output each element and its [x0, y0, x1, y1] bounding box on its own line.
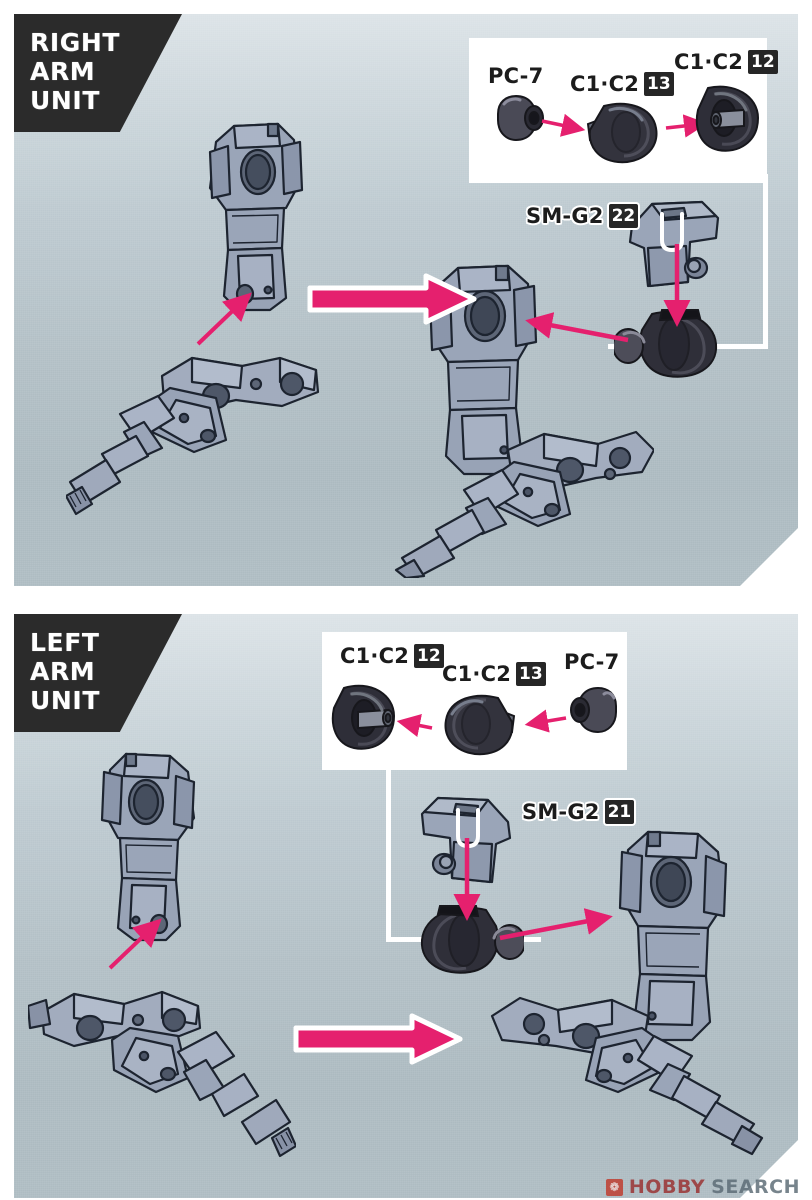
part-code: PC-7	[564, 650, 620, 674]
part-code: SM-G2	[522, 800, 600, 824]
part-number-badge: 22	[609, 204, 639, 228]
part-label-pc7-bottom: PC-7	[564, 650, 619, 674]
step-arrow-right	[306, 272, 478, 326]
unit-tab-label: LEFT ARM UNIT	[30, 628, 100, 715]
part-code: C1·C2	[674, 50, 744, 74]
part-label-c1c2-12-bottom: C1·C2 12	[340, 644, 444, 668]
part-label-sm-g2-22: SM-G2 22	[526, 204, 638, 228]
art-upper-arm-left-before	[82, 742, 222, 952]
insert-arrow-down-top	[662, 242, 692, 334]
art-forearm-rifle-left-before	[28, 966, 296, 1176]
part-number-badge: 12	[414, 644, 444, 668]
assembly-arrow-thin	[190, 290, 260, 350]
part-code: SM-G2	[526, 204, 604, 228]
watermark-word-search: SEARCH	[711, 1176, 800, 1198]
insert-arrow-down-bottom	[452, 836, 482, 928]
part-label-c1c2-13-top: C1·C2 13	[570, 72, 674, 96]
part-number-badge: 13	[516, 662, 546, 686]
panel-right-arm-unit: PC-7 C1·C2 13 C1·C2 12 SM-G2 22	[14, 14, 798, 586]
unit-tab-left-arm: LEFT ARM UNIT	[14, 614, 182, 732]
hobby-search-logo-icon: ❁	[605, 1178, 623, 1196]
unit-tab-right-arm: RIGHT ARM UNIT	[14, 14, 182, 132]
part-code: C1·C2	[442, 662, 512, 686]
insert-arrow-left-top	[514, 310, 634, 354]
part-code: C1·C2	[340, 644, 410, 668]
part-label-sm-g2-21: SM-G2 21	[522, 800, 634, 824]
part-label-c1c2-13-bottom: C1·C2 13	[442, 662, 546, 686]
insert-arrow-right-bottom	[496, 906, 626, 952]
part-number-badge: 12	[748, 50, 778, 74]
panel-left-arm-unit: C1·C2 12 C1·C2 13 PC-7 SM-G2 21	[14, 614, 798, 1198]
part-label-pc7-top: PC-7	[488, 64, 543, 88]
unit-tab-label: RIGHT ARM UNIT	[30, 28, 121, 115]
art-arm-left-assembled	[464, 824, 764, 1174]
step-arrow-right-bottom	[292, 1012, 464, 1066]
assembly-arrow-thin-bottom	[98, 914, 168, 974]
watermark-hobby-search: ❁ HOBBY SEARCH	[605, 1176, 800, 1198]
part-code: PC-7	[488, 64, 544, 88]
watermark-word-hobby: HOBBY	[628, 1176, 706, 1198]
part-number-badge: 13	[644, 72, 674, 96]
part-label-c1c2-12-top: C1·C2 12	[674, 50, 778, 74]
part-code: C1·C2	[570, 72, 640, 96]
part-number-badge: 21	[605, 800, 635, 824]
callout-parts-right	[476, 66, 762, 176]
callout-parts-left	[330, 660, 620, 768]
art-forearm-rifle-right-before	[66, 344, 326, 544]
